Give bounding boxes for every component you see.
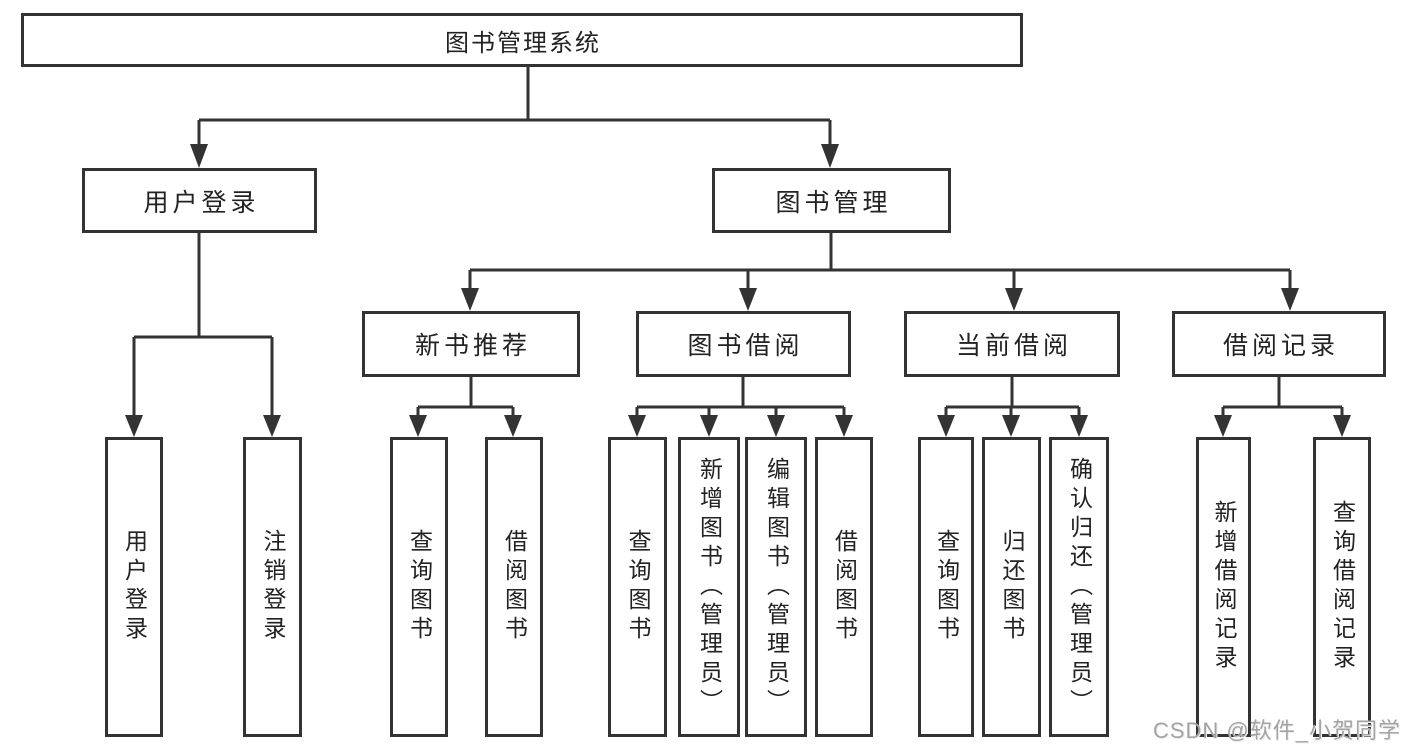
node-label: 新增借阅记录 [1211,500,1237,674]
node-label: 编辑图书（管理员） [763,456,790,718]
leaf-user-login: 用户登录 [105,437,163,737]
leaf-query-books-current: 查询图书 [918,437,974,737]
leaf-return-books: 归还图书 [982,437,1041,737]
leaf-add-books-admin: 新增图书（管理员） [678,437,740,737]
leaf-logout: 注销登录 [243,437,302,737]
node-current-borrowing: 当前借阅 [904,311,1120,377]
node-label: 查询图书 [625,529,651,645]
node-label: 图书管理 [775,188,892,217]
node-library-system: 图书管理系统 [21,13,1023,67]
leaf-query-books-borrowing: 查询图书 [608,437,667,737]
node-borrowing-records: 借阅记录 [1172,311,1386,377]
leaf-add-borrow-record: 新增借阅记录 [1196,437,1251,737]
node-label: 新书推荐 [414,332,531,360]
node-label: 当前借阅 [955,332,1072,360]
node-label: 注销登录 [260,529,286,645]
node-user-login: 用户登录 [82,168,317,233]
node-label: 用户登录 [143,188,260,217]
node-new-book-recommend: 新书推荐 [362,311,580,377]
leaf-borrow-books-recommend: 借阅图书 [485,437,543,737]
leaf-query-books-recommend: 查询图书 [390,437,448,737]
node-label: 用户登录 [121,529,148,645]
node-book-management: 图书管理 [712,168,951,233]
leaf-query-borrow-record: 查询借阅记录 [1313,437,1371,737]
node-label: 查询图书 [406,529,433,645]
node-label: 图书管理系统 [445,29,601,57]
node-label: 图书借阅 [687,332,804,360]
node-book-borrowing: 图书借阅 [636,311,851,377]
node-label: 查询借阅记录 [1329,500,1356,674]
node-label: 归还图书 [999,529,1025,645]
watermark-csdn: CSDN @软件_小贺同学 [1152,718,1401,743]
node-label: 查询图书 [933,529,960,645]
node-label: 借阅图书 [501,529,528,645]
leaf-borrow-books-borrowing: 借阅图书 [815,437,873,737]
node-label: 借阅记录 [1222,332,1339,360]
node-label: 新增图书（管理员） [696,456,723,718]
leaf-edit-books-admin: 编辑图书（管理员） [745,437,807,737]
node-label: 借阅图书 [831,529,858,645]
leaf-confirm-return-admin: 确认归还（管理员） [1049,437,1109,737]
node-label: 确认归还（管理员） [1066,456,1093,718]
